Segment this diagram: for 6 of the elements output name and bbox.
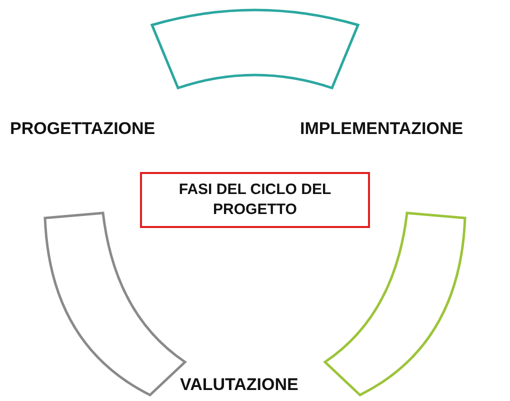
title-box: FASI DEL CICLO DEL PROGETTO — [140, 172, 370, 228]
arc-segment — [150, 8, 360, 90]
phase-label: IMPLEMENTAZIONE — [300, 119, 464, 139]
phase-label: PROGETTAZIONE — [10, 119, 156, 139]
phase-label: VALUTAZIONE — [180, 375, 298, 395]
arc-segment — [324, 212, 466, 396]
